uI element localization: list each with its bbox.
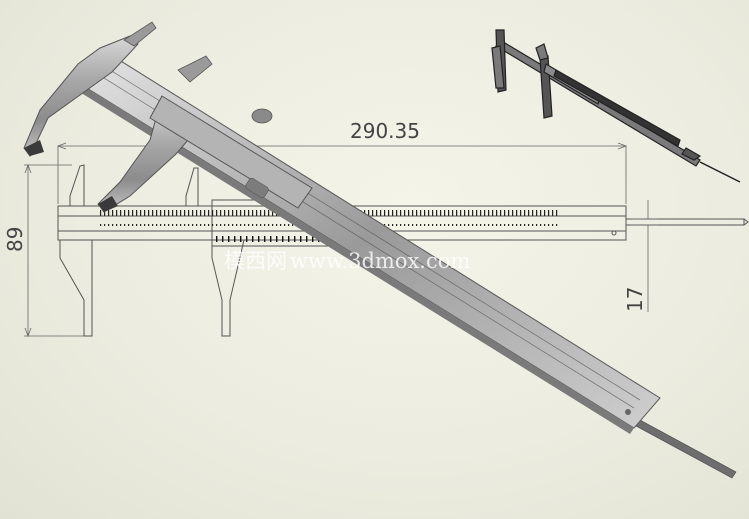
beam-screw (611, 230, 617, 236)
render-thumb-screw (251, 108, 273, 124)
sliding-jaw-lower (211, 239, 245, 337)
length-dimension-label: 290.35 (350, 119, 420, 143)
fixed-jaw-lower (59, 239, 93, 337)
render-slider (149, 95, 313, 209)
sliding-jaw-upper (185, 167, 199, 207)
watermark: 模西网 www.3dmox.com (224, 249, 470, 273)
depth-rod (625, 218, 745, 226)
thumbnail-view (491, 29, 741, 183)
caliper-render (23, 21, 737, 479)
depth-dimension-label: 17 (623, 287, 647, 312)
watermark-cn: 模西网 (224, 249, 287, 273)
watermark-site: www.3dmox.com (290, 249, 470, 273)
height-dimension-label: 89 (3, 227, 27, 252)
fixed-jaw-upper (69, 164, 85, 207)
